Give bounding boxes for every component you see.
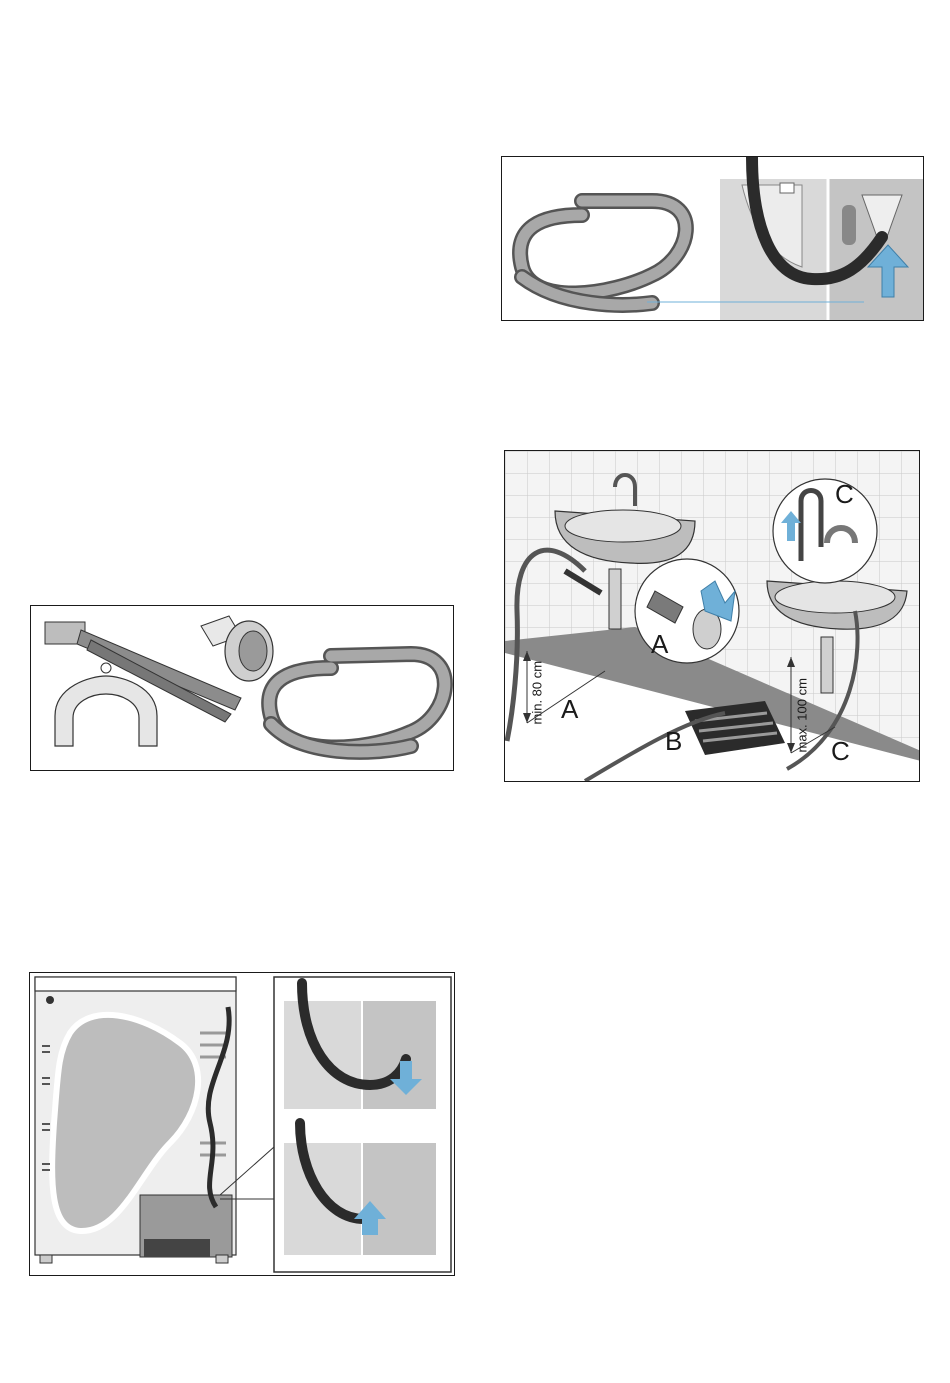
drain-hose-illustration	[502, 157, 924, 321]
drain-hose-icon	[269, 654, 445, 752]
dimension-min: min. 80 cm	[530, 649, 545, 725]
label-a-zoom: A	[651, 629, 668, 660]
dryer-rear-illustration	[30, 973, 455, 1276]
label-b: B	[665, 726, 682, 757]
figure-sink-installation: A C A B C min. 80 cm max. 100 cm	[504, 450, 920, 782]
dimension-max: max. 100 cm	[795, 669, 810, 753]
figure-accessories	[30, 605, 454, 771]
sink-installation-illustration	[505, 451, 920, 782]
figure-drain-hose-connection	[501, 156, 924, 321]
accessories-illustration	[31, 606, 454, 771]
label-a-floor: A	[561, 694, 578, 725]
drain-nozzle-icon	[201, 616, 273, 681]
figure-dryer-rear	[29, 972, 455, 1276]
label-c-floor: C	[831, 736, 850, 767]
label-c-zoom: C	[835, 479, 854, 510]
